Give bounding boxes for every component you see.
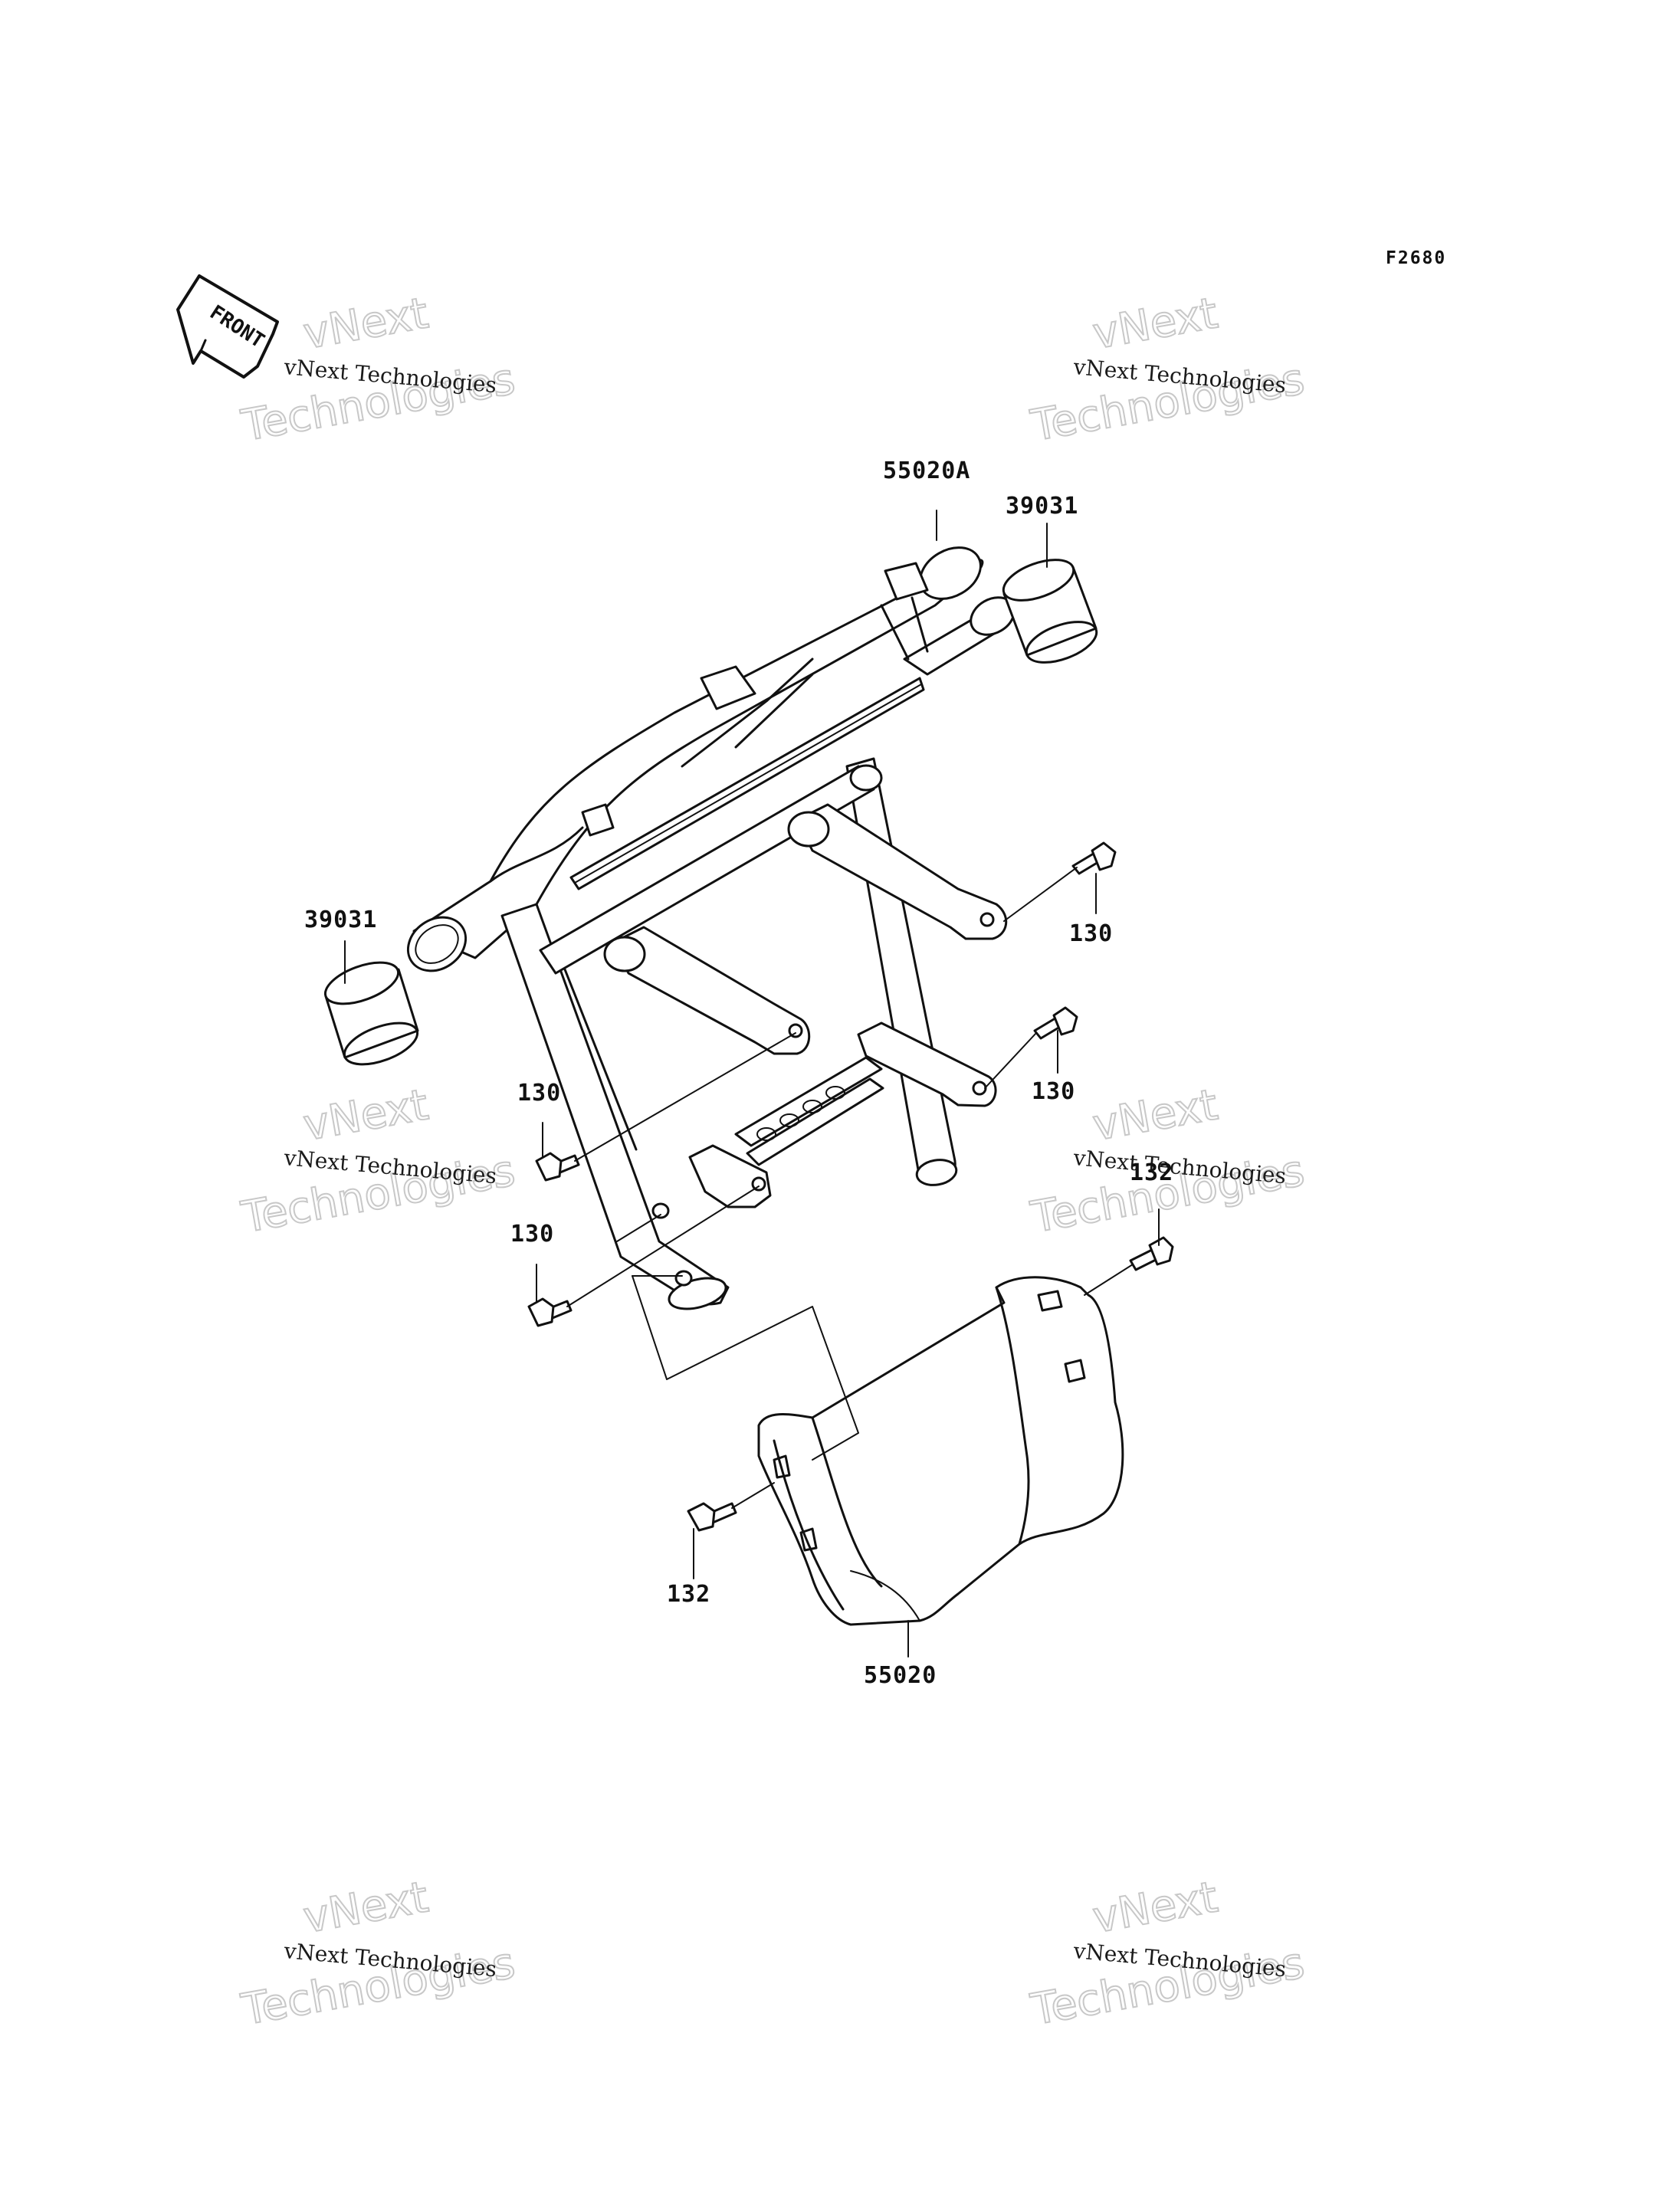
svg-text:vNext: vNext: [1089, 1080, 1221, 1150]
watermark-bottom-left: vNext Technologies vNext Technologies: [237, 1871, 520, 2036]
figure-code: F2680: [1386, 248, 1446, 268]
watermark-mid-left: vNext Technologies vNext Technologies: [237, 1079, 520, 1244]
bolt-left-upper: [535, 1152, 580, 1182]
svg-text:vNext: vNext: [300, 1872, 431, 1943]
svg-text:vNext: vNext: [300, 1080, 431, 1150]
part-label-cap-right: 39031: [1006, 493, 1078, 520]
part-label-bolt-guard-left: 132: [667, 1581, 710, 1608]
svg-text:vNext: vNext: [1089, 288, 1221, 359]
part-label-bolt-left-lower: 130: [510, 1221, 554, 1248]
watermark-bottom-right: vNext Technologies vNext Technologies: [1026, 1871, 1309, 2036]
cap-left: [323, 961, 419, 1066]
svg-text:vNext: vNext: [1089, 1872, 1221, 1943]
part-label-cap-left: 39031: [304, 907, 377, 933]
part-label-bolt-right-lower: 130: [1032, 1078, 1075, 1105]
skid-plate: [757, 1276, 1124, 1626]
svg-text:vNext: vNext: [300, 288, 431, 359]
watermark-top-left: vNext Technologies vNext Technologies: [237, 287, 520, 452]
bolt-left-lower: [527, 1297, 573, 1327]
watermark-top-right: vNext Technologies vNext Technologies: [1026, 287, 1309, 452]
part-label-skid-plate: 55020: [864, 1662, 937, 1689]
bolt-right-lower: [1033, 1006, 1078, 1040]
guard-bar-frame: [406, 546, 1016, 1310]
part-label-guard-bar: 55020A: [883, 457, 970, 484]
bolt-guard-left: [687, 1502, 737, 1532]
cap-right: [1002, 559, 1098, 664]
front-arrow-icon: FRONT: [176, 274, 279, 379]
part-label-bolt-guard-right: 132: [1130, 1159, 1173, 1186]
part-label-bolt-right-upper: 130: [1069, 920, 1113, 947]
leader-lines: [344, 510, 1160, 1658]
bolt-right-upper: [1071, 841, 1117, 875]
bolt-guard-right: [1129, 1236, 1174, 1271]
part-label-bolt-left-upper: 130: [517, 1080, 561, 1107]
